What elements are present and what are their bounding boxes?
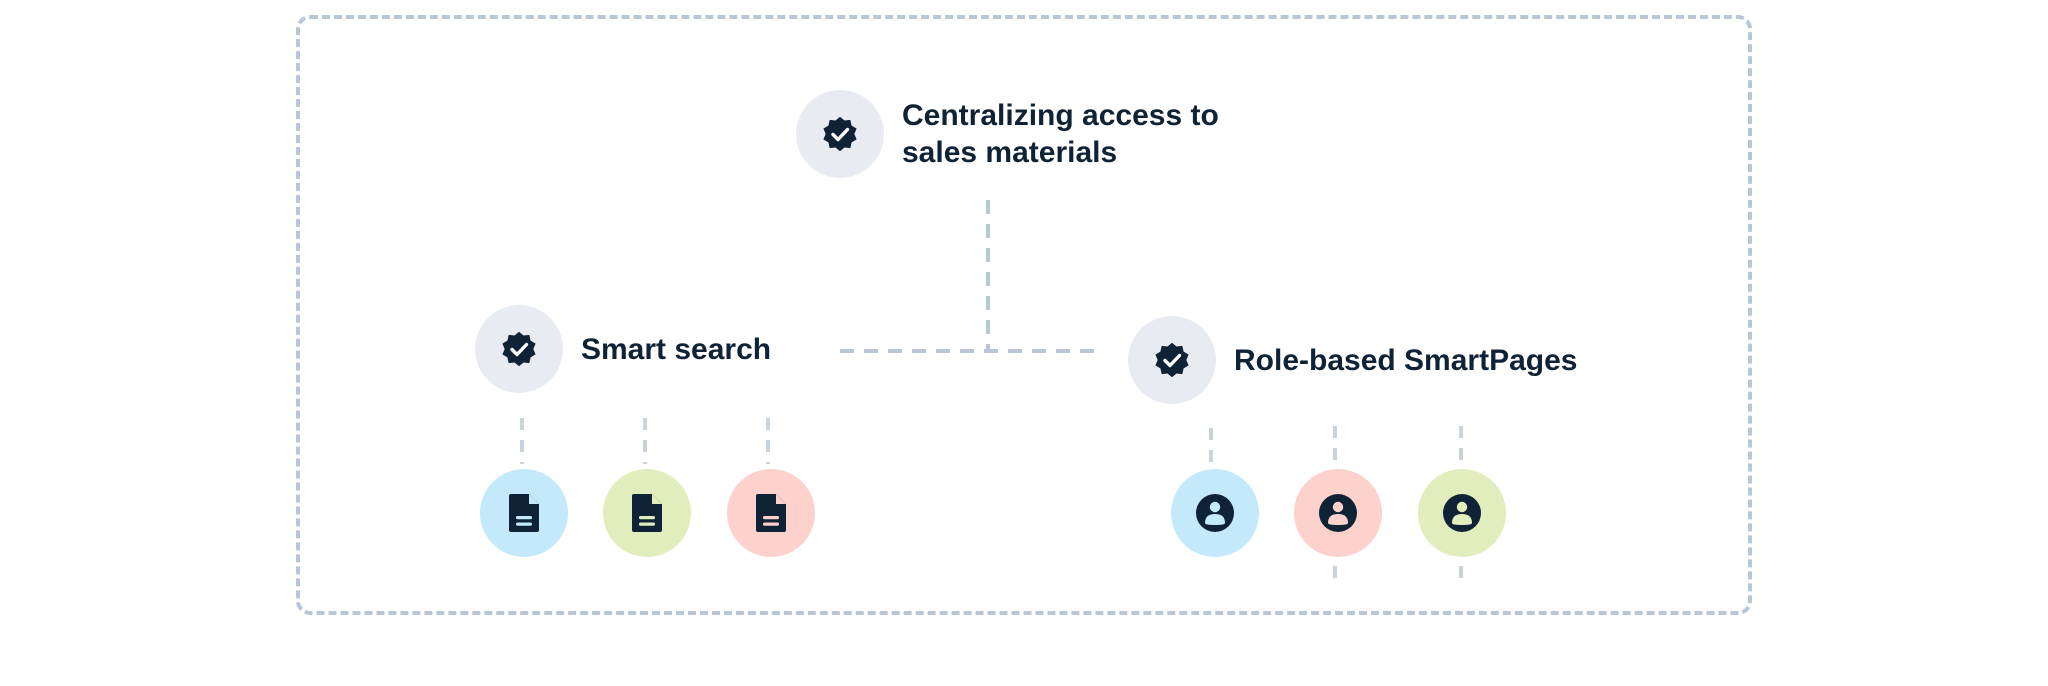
document-icon (509, 494, 539, 532)
user-avatar-icon (1319, 494, 1357, 532)
smartpages-node: Role-based SmartPages (1128, 316, 1577, 404)
smartpages-badge (1128, 316, 1216, 404)
user-leaf-3 (1418, 469, 1506, 557)
smartpages-label: Role-based SmartPages (1234, 343, 1578, 377)
diagram-frame (296, 15, 1752, 615)
verified-badge-icon (1155, 342, 1189, 378)
smart-search-badge (475, 305, 563, 393)
root-label-line-2: sales materials (902, 136, 1118, 169)
smart-search-node: Smart search (475, 305, 771, 393)
root-label: Centralizing access to sales materials (902, 97, 1219, 171)
root-badge (796, 90, 884, 178)
verified-badge-icon (502, 331, 536, 367)
document-icon (756, 494, 786, 532)
root-node: Centralizing access to sales materials (796, 90, 1219, 178)
user-leaf-1 (1171, 469, 1259, 557)
user-leaf-2 (1294, 469, 1382, 557)
root-label-line-1: Centralizing access to (902, 99, 1219, 132)
document-leaf-2 (603, 469, 691, 557)
smart-search-label: Smart search (581, 332, 772, 366)
verified-badge-icon (823, 116, 857, 152)
user-avatar-icon (1443, 494, 1481, 532)
document-icon (632, 494, 662, 532)
document-leaf-3 (727, 469, 815, 557)
user-avatar-icon (1196, 494, 1234, 532)
document-leaf-1 (480, 469, 568, 557)
